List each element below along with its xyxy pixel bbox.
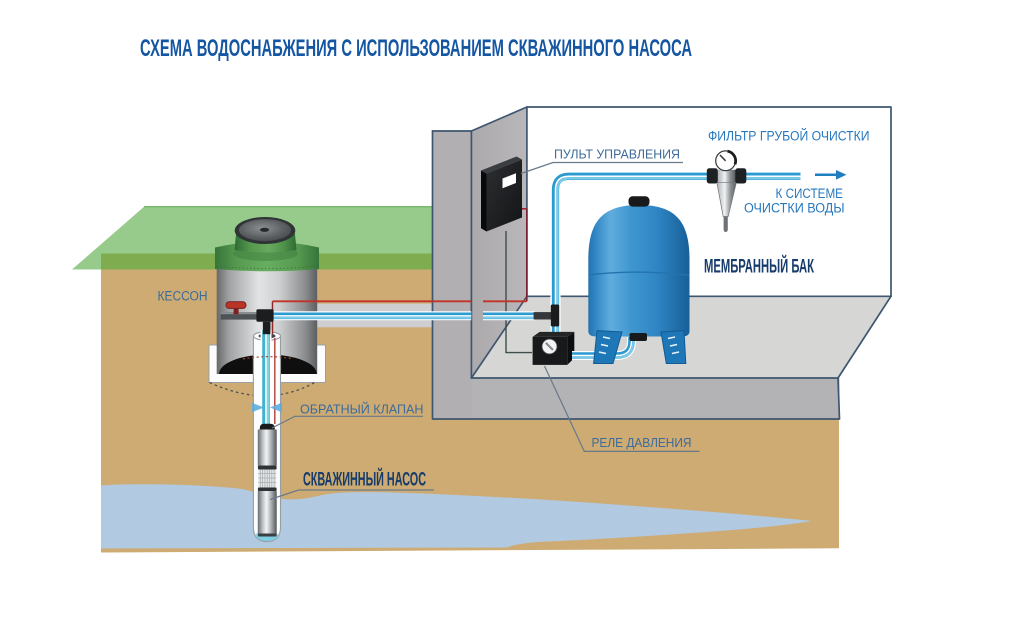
svg-text:ФИЛЬТР ГРУБОЙ ОЧИСТКИ: ФИЛЬТР ГРУБОЙ ОЧИСТКИ — [708, 128, 870, 143]
svg-text:ОЧИСТКИ ВОДЫ: ОЧИСТКИ ВОДЫ — [744, 200, 845, 215]
svg-text:К СИСТЕМЕ: К СИСТЕМЕ — [776, 186, 844, 201]
svg-text:РЕЛЕ ДАВЛЕНИЯ: РЕЛЕ ДАВЛЕНИЯ — [592, 435, 692, 450]
svg-text:МЕМБРАННЫЙ БАК: МЕМБРАННЫЙ БАК — [704, 256, 814, 278]
svg-text:ПУЛЬТ УПРАВЛЕНИЯ: ПУЛЬТ УПРАВЛЕНИЯ — [554, 146, 680, 161]
svg-text:ОБРАТНЫЙ КЛАПАН: ОБРАТНЫЙ КЛАПАН — [300, 401, 424, 416]
svg-text:СКВАЖИННЫЙ НАСОС: СКВАЖИННЫЙ НАСОС — [303, 468, 426, 490]
svg-text:КЕССОН: КЕССОН — [158, 289, 208, 304]
svg-text:СХЕМА ВОДОСНАБЖЕНИЯ С ИСПОЛЬЗО: СХЕМА ВОДОСНАБЖЕНИЯ С ИСПОЛЬЗОВАНИЕМ СКВ… — [140, 35, 692, 62]
